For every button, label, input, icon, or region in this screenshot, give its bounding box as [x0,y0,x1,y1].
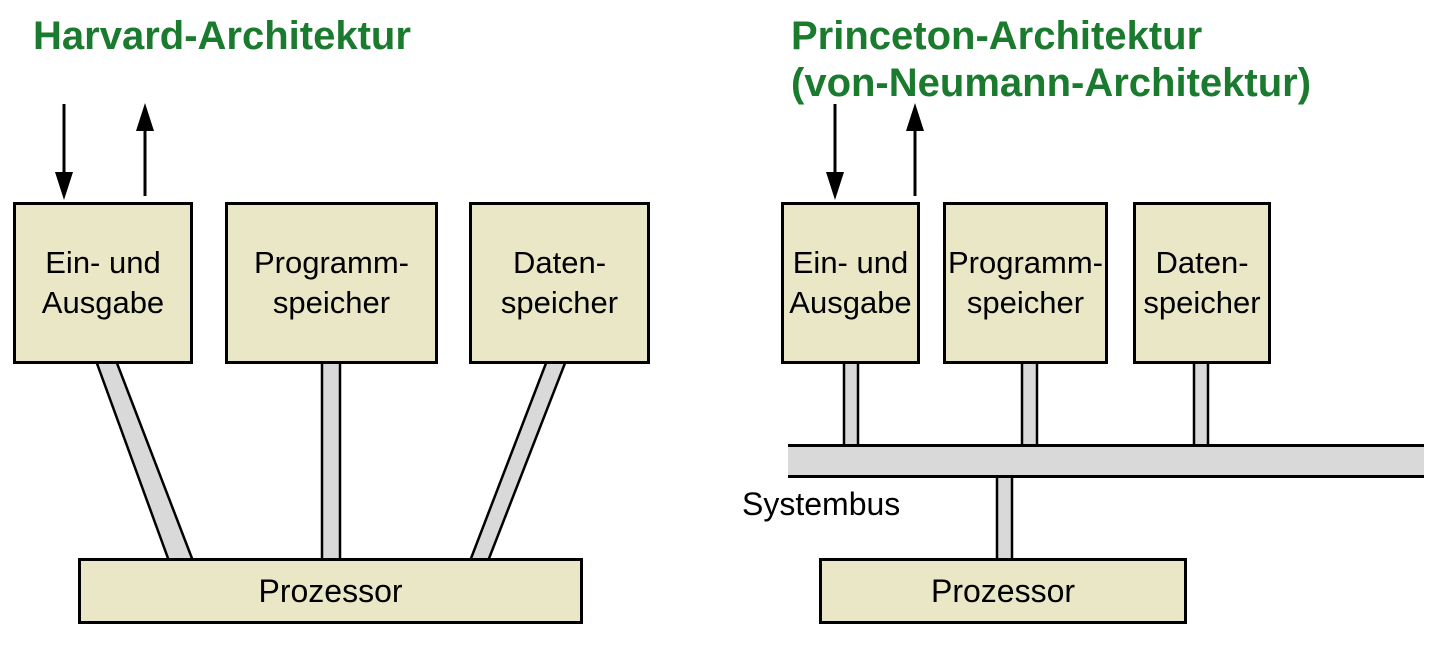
princeton-processor-label: Prozessor [930,572,1076,609]
princeton-title-line2: (von-Neumann-Architektur) [791,61,1312,106]
harvard-connector-program-processor [320,356,342,564]
princeton-box-io-label: Ein- und Ausgabe [789,244,912,320]
princeton-box-data-memory-label: Daten- speicher [1143,244,1261,320]
harvard-box-program-memory: Programm- speicher [225,202,438,364]
princeton-box-io: Ein- und Ausgabe [781,202,920,364]
princeton-box-processor: Prozessor [819,558,1187,624]
princeton-connector-io-bus [842,356,860,448]
princeton-connector-data-bus [1192,356,1210,448]
harvard-box-program-memory-label: Programm- speicher [253,244,409,320]
harvard-title: Harvard-Architektur [33,13,411,60]
princeton-system-bus [788,444,1424,478]
princeton-title-line1: Princeton-Architektur [791,14,1203,58]
system-bus-label: Systembus [742,486,901,522]
harvard-output-arrow-icon [136,103,154,196]
harvard-box-data-memory-label: Daten- speicher [500,244,619,320]
princeton-box-program-memory: Programm- speicher [943,202,1108,364]
princeton-box-data-memory: Daten- speicher [1133,202,1271,364]
harvard-box-io: Ein- und Ausgabe [13,202,193,364]
princeton-connector-program-bus [1020,356,1039,448]
harvard-box-data-memory: Daten- speicher [469,202,650,364]
princeton-output-arrow-icon [906,103,924,196]
harvard-connector-io-processor [93,356,195,563]
harvard-box-processor: Prozessor [78,558,583,624]
princeton-connector-bus-processor [995,472,1014,564]
princeton-title: Princeton-Architektur (von-Neumann-Archi… [791,13,1311,107]
harvard-connector-data-processor [468,356,569,563]
harvard-title-text: Harvard-Architektur [33,14,411,58]
harvard-box-io-label: Ein- und Ausgabe [41,244,165,320]
princeton-box-program-memory-label: Programm- speicher [947,244,1103,320]
harvard-input-arrow-icon [55,104,73,200]
harvard-processor-label: Prozessor [258,572,403,609]
princeton-input-arrow-icon [826,104,844,200]
